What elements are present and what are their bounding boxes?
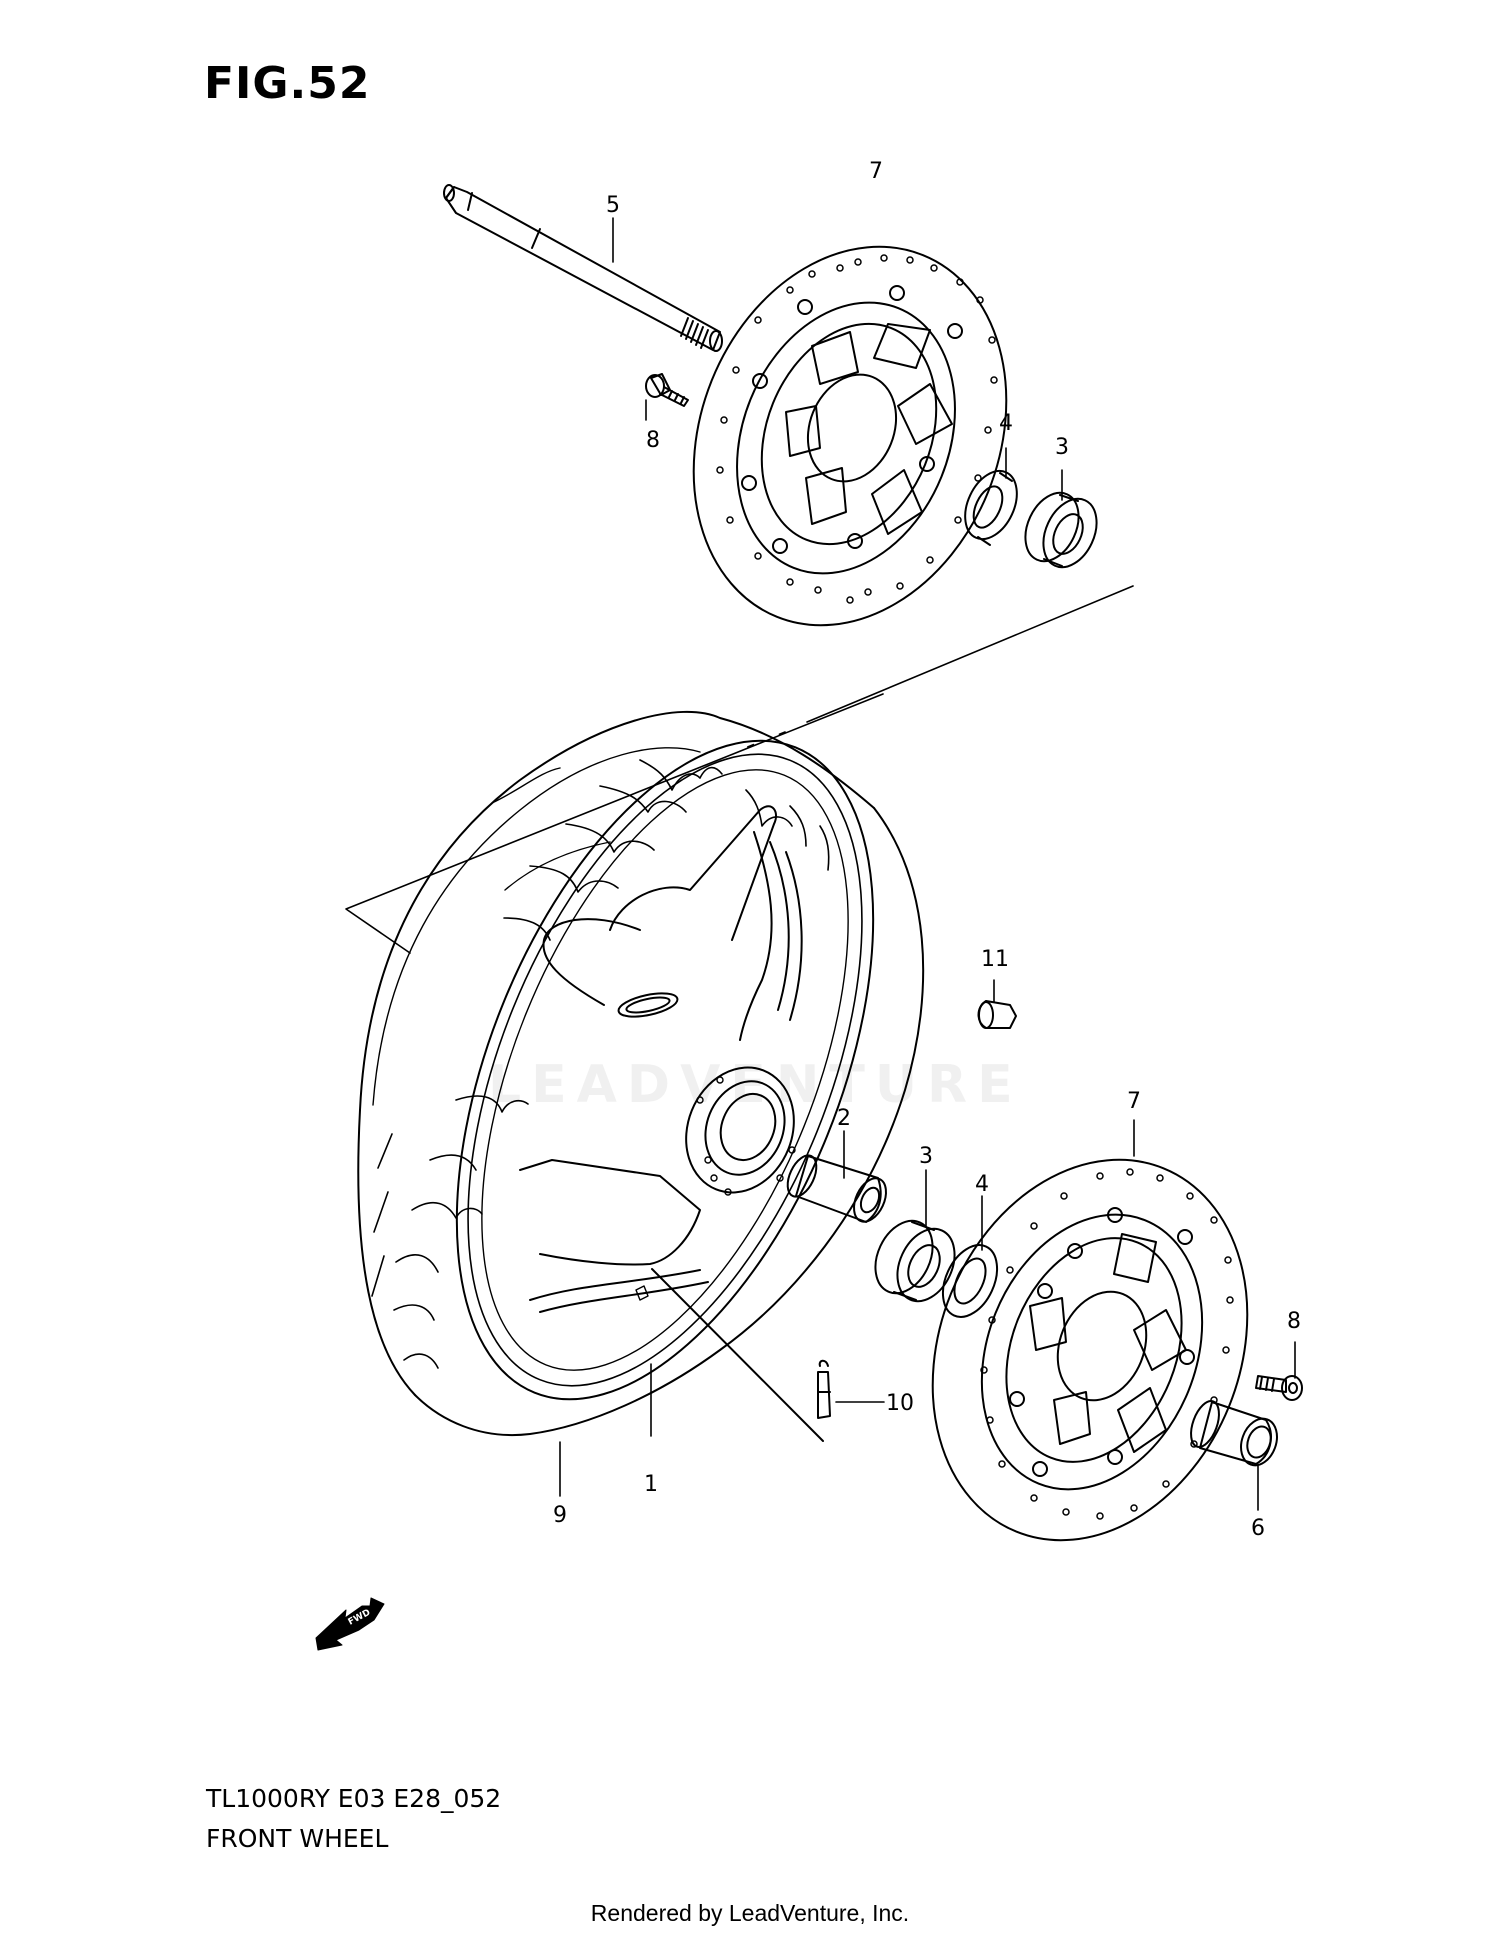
rendered-by-credit: Rendered by LeadVenture, Inc.: [590, 1900, 910, 1926]
brake-disc-top: [692, 245, 1008, 627]
callout-4-top: 4: [999, 411, 1013, 436]
disc-top-rivets: [741, 285, 963, 554]
callout-numbers: 1 2 3 3 4 4 5 6 7 7 8 8 9 10 11: [553, 159, 1301, 1541]
disc-top-holes: [716, 254, 998, 604]
guide-lines: [345, 585, 1134, 1442]
model-code: TL1000RY E03 E28_052: [206, 1784, 502, 1813]
spacer: [786, 1154, 887, 1223]
disc-bolt-top: [645, 373, 689, 407]
callout-3-bottom: 3: [919, 1144, 933, 1169]
right-spacer: [1190, 1400, 1278, 1467]
air-valve: [977, 1000, 1017, 1029]
callout-4-bottom: 4: [975, 1172, 989, 1197]
callout-7-bottom: 7: [1127, 1089, 1141, 1114]
hub-bolts: [696, 1076, 796, 1196]
callout-3-top: 3: [1055, 435, 1069, 460]
front-axle: [443, 184, 723, 352]
bearing-bottom: [874, 1219, 956, 1303]
tire-tread: [371, 759, 830, 1369]
callout-7-top: 7: [869, 159, 883, 184]
figure-title: FIG.52: [204, 58, 371, 109]
callout-8-top: 8: [646, 428, 660, 453]
disc-bolt-bottom: [1255, 1375, 1303, 1401]
fwd-arrow-icon: FWD: [315, 1597, 385, 1651]
callout-9: 9: [553, 1503, 567, 1528]
disc-bottom-carrier-windows: [1029, 1233, 1187, 1453]
leader-lines: [559, 217, 1296, 1511]
callout-1: 1: [644, 1472, 658, 1497]
balancer-weight: [817, 1359, 831, 1419]
callout-2: 2: [837, 1106, 851, 1131]
disc-top-carrier-windows: [785, 323, 953, 535]
front-wheel-rim: [455, 739, 875, 1401]
watermark: LEADVENTURE: [488, 1055, 1023, 1115]
bearing-top: [1024, 491, 1098, 569]
front-tire: [357, 710, 925, 1436]
diagram-caption: FRONT WHEEL: [206, 1824, 389, 1853]
disc-bottom-holes: [980, 1168, 1234, 1520]
callout-8-bottom: 8: [1287, 1309, 1301, 1334]
disc-bottom-rivets: [1009, 1207, 1195, 1477]
brake-disc-bottom: [931, 1158, 1249, 1542]
callout-6: 6: [1251, 1516, 1265, 1541]
callout-10: 10: [886, 1391, 914, 1416]
callout-11: 11: [981, 947, 1009, 972]
callout-5: 5: [606, 193, 620, 218]
